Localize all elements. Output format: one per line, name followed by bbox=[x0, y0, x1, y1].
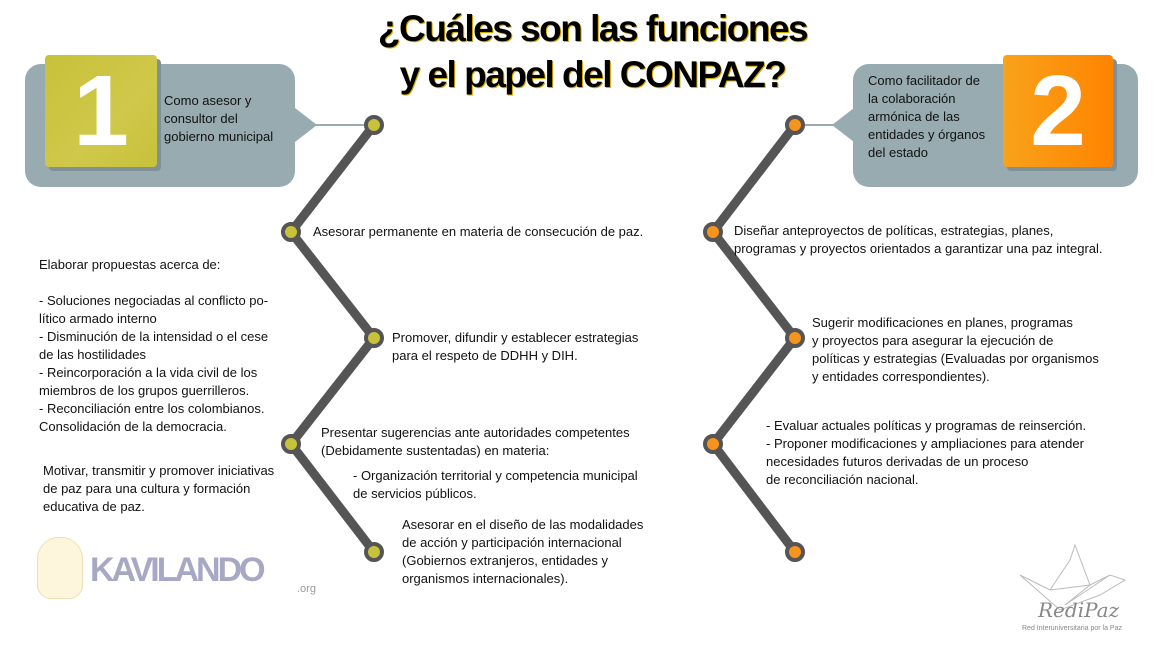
role-1-number: 1 bbox=[45, 55, 157, 167]
kavilando-logo: KAVILANDO .org bbox=[35, 535, 325, 615]
lightbulb-icon bbox=[37, 537, 83, 599]
dove-icon bbox=[1019, 543, 1127, 610]
right-node-dot-1 bbox=[785, 115, 805, 135]
left-item-6: - Organización territorial y competencia… bbox=[353, 468, 638, 501]
left-node-dot-1 bbox=[364, 115, 384, 135]
left-item-1: Asesorar permanente en materia de consec… bbox=[313, 224, 644, 239]
left-item-7: Asesorar en el diseño de las modalidades… bbox=[402, 517, 644, 586]
right-item-2: Sugerir modificaciones en planes, progra… bbox=[812, 315, 1099, 384]
right-node-dot-4 bbox=[703, 434, 723, 454]
page-title: ¿Cuáles son las funciones y el papel del… bbox=[377, 8, 809, 95]
role-1-text: Como asesor y consultor del gobierno mun… bbox=[164, 93, 274, 144]
redipaz-logo: RediPaz Red Interuniversitaria por la Pa… bbox=[1010, 540, 1150, 640]
right-item-3: - Evaluar actuales políticas y programas… bbox=[766, 418, 1087, 487]
left-node-dot-5 bbox=[364, 542, 384, 562]
redipaz-wordmark: RediPaz bbox=[1038, 598, 1120, 622]
role-2-number: 2 bbox=[1003, 55, 1113, 167]
left-item-5: Presentar sugerencias ante autoridades c… bbox=[321, 425, 630, 458]
role-2-text: Como facilitador de la colaboración armó… bbox=[868, 73, 986, 160]
right-node-dot-2 bbox=[703, 222, 723, 242]
left-node-dot-3 bbox=[364, 328, 384, 348]
left-item-3: Promover, difundir y establecer estrateg… bbox=[392, 330, 639, 363]
left-item-4: Motivar, transmitir y promover iniciativ… bbox=[43, 463, 275, 514]
right-node-dot-3 bbox=[785, 328, 805, 348]
kavilando-suffix: .org bbox=[297, 583, 316, 595]
right-node-dot-5 bbox=[785, 542, 805, 562]
left-node-dot-2 bbox=[281, 222, 301, 242]
redipaz-subtitle: Red Interuniversitaria por la Paz bbox=[1022, 625, 1122, 632]
left-item-2: Elaborar propuestas acerca de: - Solucio… bbox=[39, 257, 269, 434]
right-item-1: Diseñar anteproyectos de políticas, estr… bbox=[734, 223, 1103, 256]
kavilando-wordmark: KAVILANDO bbox=[90, 551, 266, 589]
left-node-dot-4 bbox=[281, 434, 301, 454]
